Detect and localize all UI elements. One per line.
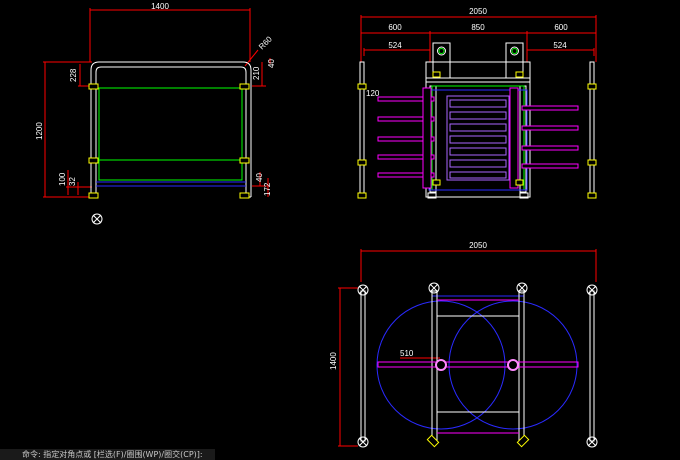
caster-icon xyxy=(428,282,440,294)
caster-icon xyxy=(357,436,369,448)
dim-2050-top: 2050 xyxy=(469,241,487,250)
dim-172: 172 xyxy=(263,182,272,196)
caster-icon xyxy=(586,436,598,448)
dim-r60: R60 xyxy=(257,34,274,51)
dim-1400: 1400 xyxy=(151,2,169,11)
wheel-icon xyxy=(91,213,103,225)
side-view[interactable]: 1400 R60 228 210 40 1200 100 32 40 172 xyxy=(35,2,276,225)
dim-210: 210 xyxy=(252,66,261,80)
dim-524-right: 524 xyxy=(553,41,567,50)
dim-1200: 1200 xyxy=(35,122,44,140)
caster-icon xyxy=(357,284,369,296)
caster-icon xyxy=(516,282,528,294)
dim-2050-front: 2050 xyxy=(469,7,487,16)
caster-icon xyxy=(586,284,598,296)
top-view[interactable]: 2050 1400 510 xyxy=(329,241,598,448)
dim-600-right: 600 xyxy=(554,23,568,32)
dim-32: 32 xyxy=(68,177,77,186)
dim-524-left: 524 xyxy=(388,41,402,50)
command-line[interactable]: 命令: 指定对角点或 [栏选(F)/圈围(WP)/圈交(CP)]: xyxy=(0,449,215,460)
front-view[interactable]: 2050 600 850 600 524 524 120 xyxy=(357,7,597,199)
dim-1400-top: 1400 xyxy=(329,352,338,370)
dim-850: 850 xyxy=(471,23,485,32)
dim-100: 100 xyxy=(58,172,67,186)
dim-228: 228 xyxy=(69,68,78,82)
dim-600-left: 600 xyxy=(388,23,402,32)
dim-120: 120 xyxy=(366,89,380,98)
dim-40-top: 40 xyxy=(267,59,276,68)
dim-40-bottom: 40 xyxy=(255,173,264,182)
dim-510: 510 xyxy=(400,349,414,358)
